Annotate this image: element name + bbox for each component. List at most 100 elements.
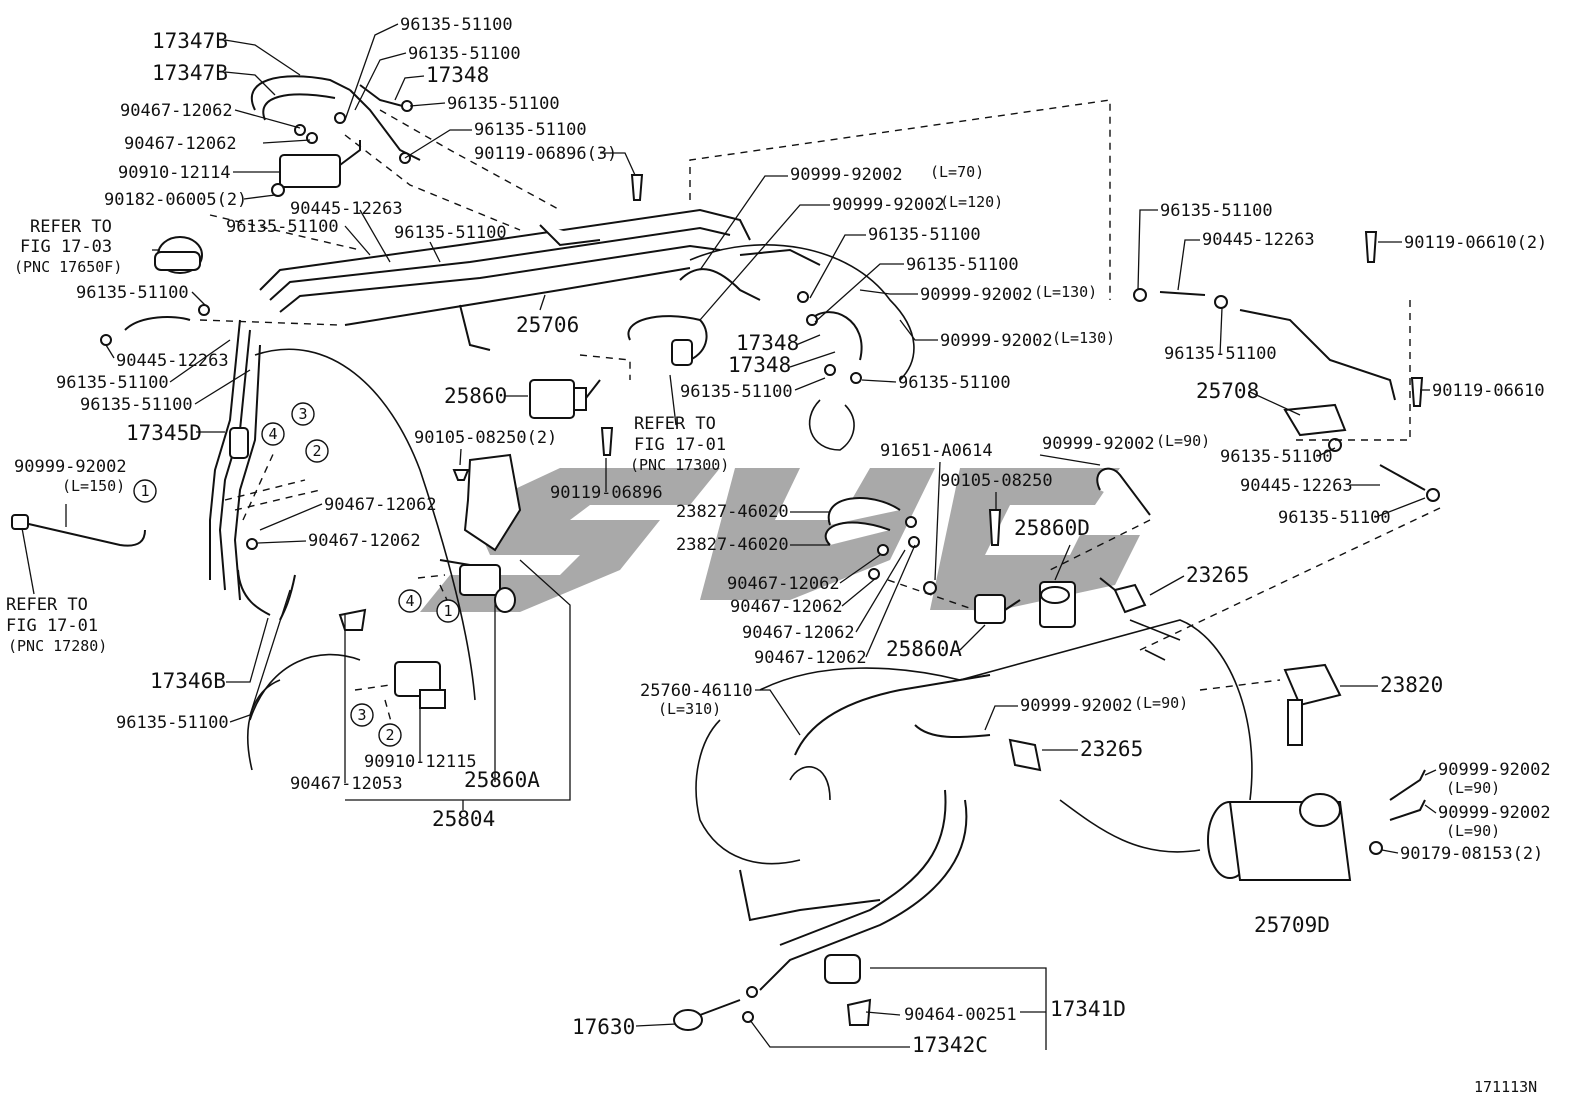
part-label: 90999-92002 [940, 331, 1053, 351]
part-label: (L=90) [1156, 432, 1210, 450]
part-label: FIG 17-01 [634, 435, 726, 455]
part-label: REFER TO [6, 595, 88, 615]
hose-25760-46110 [794, 674, 991, 756]
canister-25709d [1207, 769, 1426, 881]
part-label: 90119-06896(3) [474, 144, 617, 164]
callout-circle [305, 439, 329, 463]
leader-lines [21, 23, 1437, 1050]
part-label: 90445-12263 [116, 351, 229, 371]
part-label: 90445-12263 [290, 199, 403, 219]
part-label: 90467-12062 [742, 623, 855, 643]
part-label: 90467-12062 [324, 495, 437, 515]
hose-l90-upper [1096, 467, 1151, 516]
part-label: 96135-51100 [394, 223, 507, 243]
dashed-reference-lines [199, 99, 1441, 726]
part-label: 96135-51100 [680, 382, 793, 402]
part-label: 90467-12062 [727, 574, 840, 594]
hose-l150 [11, 514, 146, 547]
part-label: 96135-51100 [56, 373, 169, 393]
part-label: 25860A [464, 768, 540, 792]
callout-number: 4 [405, 592, 414, 610]
part-label: REFER TO [634, 414, 716, 434]
part-label: 17630 [572, 1015, 635, 1039]
part-label: 17348 [426, 63, 489, 87]
pipe-25708 [1133, 231, 1440, 502]
part-label: 171113N [1474, 1078, 1537, 1096]
part-label: 17347B [152, 61, 228, 85]
lower-hose-assembly [673, 789, 968, 1031]
part-label: 90999-92002 [790, 165, 903, 185]
part-label: (L=130) [1034, 283, 1097, 301]
part-label: 90464-00251 [904, 1005, 1017, 1025]
part-label: 90105-08250(2) [414, 428, 557, 448]
bolt-90105 [923, 509, 1002, 595]
callout-circle [378, 723, 402, 747]
part-label: 90999-92002 [832, 195, 945, 215]
part-label: 17341D [1050, 997, 1126, 1021]
part-label: 25709D [1254, 913, 1330, 937]
callout-marker: 4 [398, 589, 422, 613]
part-label: (L=90) [1134, 694, 1188, 712]
center-hoses [627, 248, 863, 451]
part-label: 17342C [912, 1033, 988, 1057]
check-valve-23265-lower [1008, 738, 1042, 772]
vsv-25860a-center [974, 594, 1021, 624]
callout-marker: 3 [291, 402, 315, 426]
callout-number: 3 [357, 706, 366, 724]
part-label: 90467-12062 [730, 597, 843, 617]
vsv-25860a-left [439, 559, 516, 613]
part-label: 17347B [152, 29, 228, 53]
part-label: 96135-51100 [1278, 508, 1391, 528]
callout-number: 4 [268, 425, 277, 443]
part-label: 96135-51100 [226, 217, 339, 237]
part-label: 23265 [1186, 563, 1249, 587]
left-side-hoses [100, 304, 296, 621]
part-label: 17346B [150, 669, 226, 693]
part-label: 23820 [1380, 673, 1443, 697]
part-label: REFER TO [30, 217, 112, 237]
part-label: 90119-06610(2) [1404, 233, 1547, 253]
part-label: 96135-51100 [1220, 447, 1333, 467]
part-label: 25860D [1014, 516, 1090, 540]
part-label: FIG 17-01 [6, 616, 98, 636]
part-label: 96135-51100 [116, 713, 229, 733]
part-label: 90105-08250 [940, 471, 1053, 491]
callout-marker: 3 [350, 703, 374, 727]
part-label: 25804 [432, 807, 495, 831]
part-label: 90999-92002 [1020, 696, 1133, 716]
callout-marker: 2 [305, 439, 329, 463]
part-label: 90467-12062 [754, 648, 867, 668]
callout-circle [398, 589, 422, 613]
part-label: FIG 17-03 [20, 237, 112, 257]
part-label: 90179-08153(2) [1400, 844, 1543, 864]
part-label: 96135-51100 [400, 15, 513, 35]
valve-17650f [154, 236, 203, 274]
callout-circle [133, 479, 157, 503]
check-valve-23265-upper [1099, 577, 1147, 614]
part-label: 90119-06896 [550, 483, 663, 503]
callout-marker: 1 [133, 479, 157, 503]
clip-90467-12053 [338, 608, 367, 631]
label-group: 17347B 17347B 96135-51100 96135-51100 17348 9… [6, 15, 1551, 1096]
part-label: 17348 [736, 331, 799, 355]
part-label: 23827-46020 [676, 502, 789, 522]
part-label: (L=90) [1446, 779, 1500, 797]
vsv-90910-12115 [394, 661, 446, 709]
callout-number: 3 [298, 405, 307, 423]
vsv-25860 [529, 379, 601, 419]
part-label: 90467-12053 [290, 774, 403, 794]
part-label: 96135-51100 [76, 283, 189, 303]
sensor-23820 [1283, 663, 1342, 746]
part-label: (L=120) [940, 193, 1003, 211]
callout-number: 1 [443, 602, 452, 620]
part-label: 90445-12263 [1202, 230, 1315, 250]
callout-number: 2 [312, 442, 321, 460]
part-label: 90910-12114 [118, 163, 231, 183]
hose-17347b [250, 75, 361, 197]
part-label: 90182-06005(2) [104, 190, 247, 210]
part-label: 23265 [1080, 737, 1143, 761]
part-label: 25706 [516, 313, 579, 337]
part-label: (L=90) [1446, 822, 1500, 840]
